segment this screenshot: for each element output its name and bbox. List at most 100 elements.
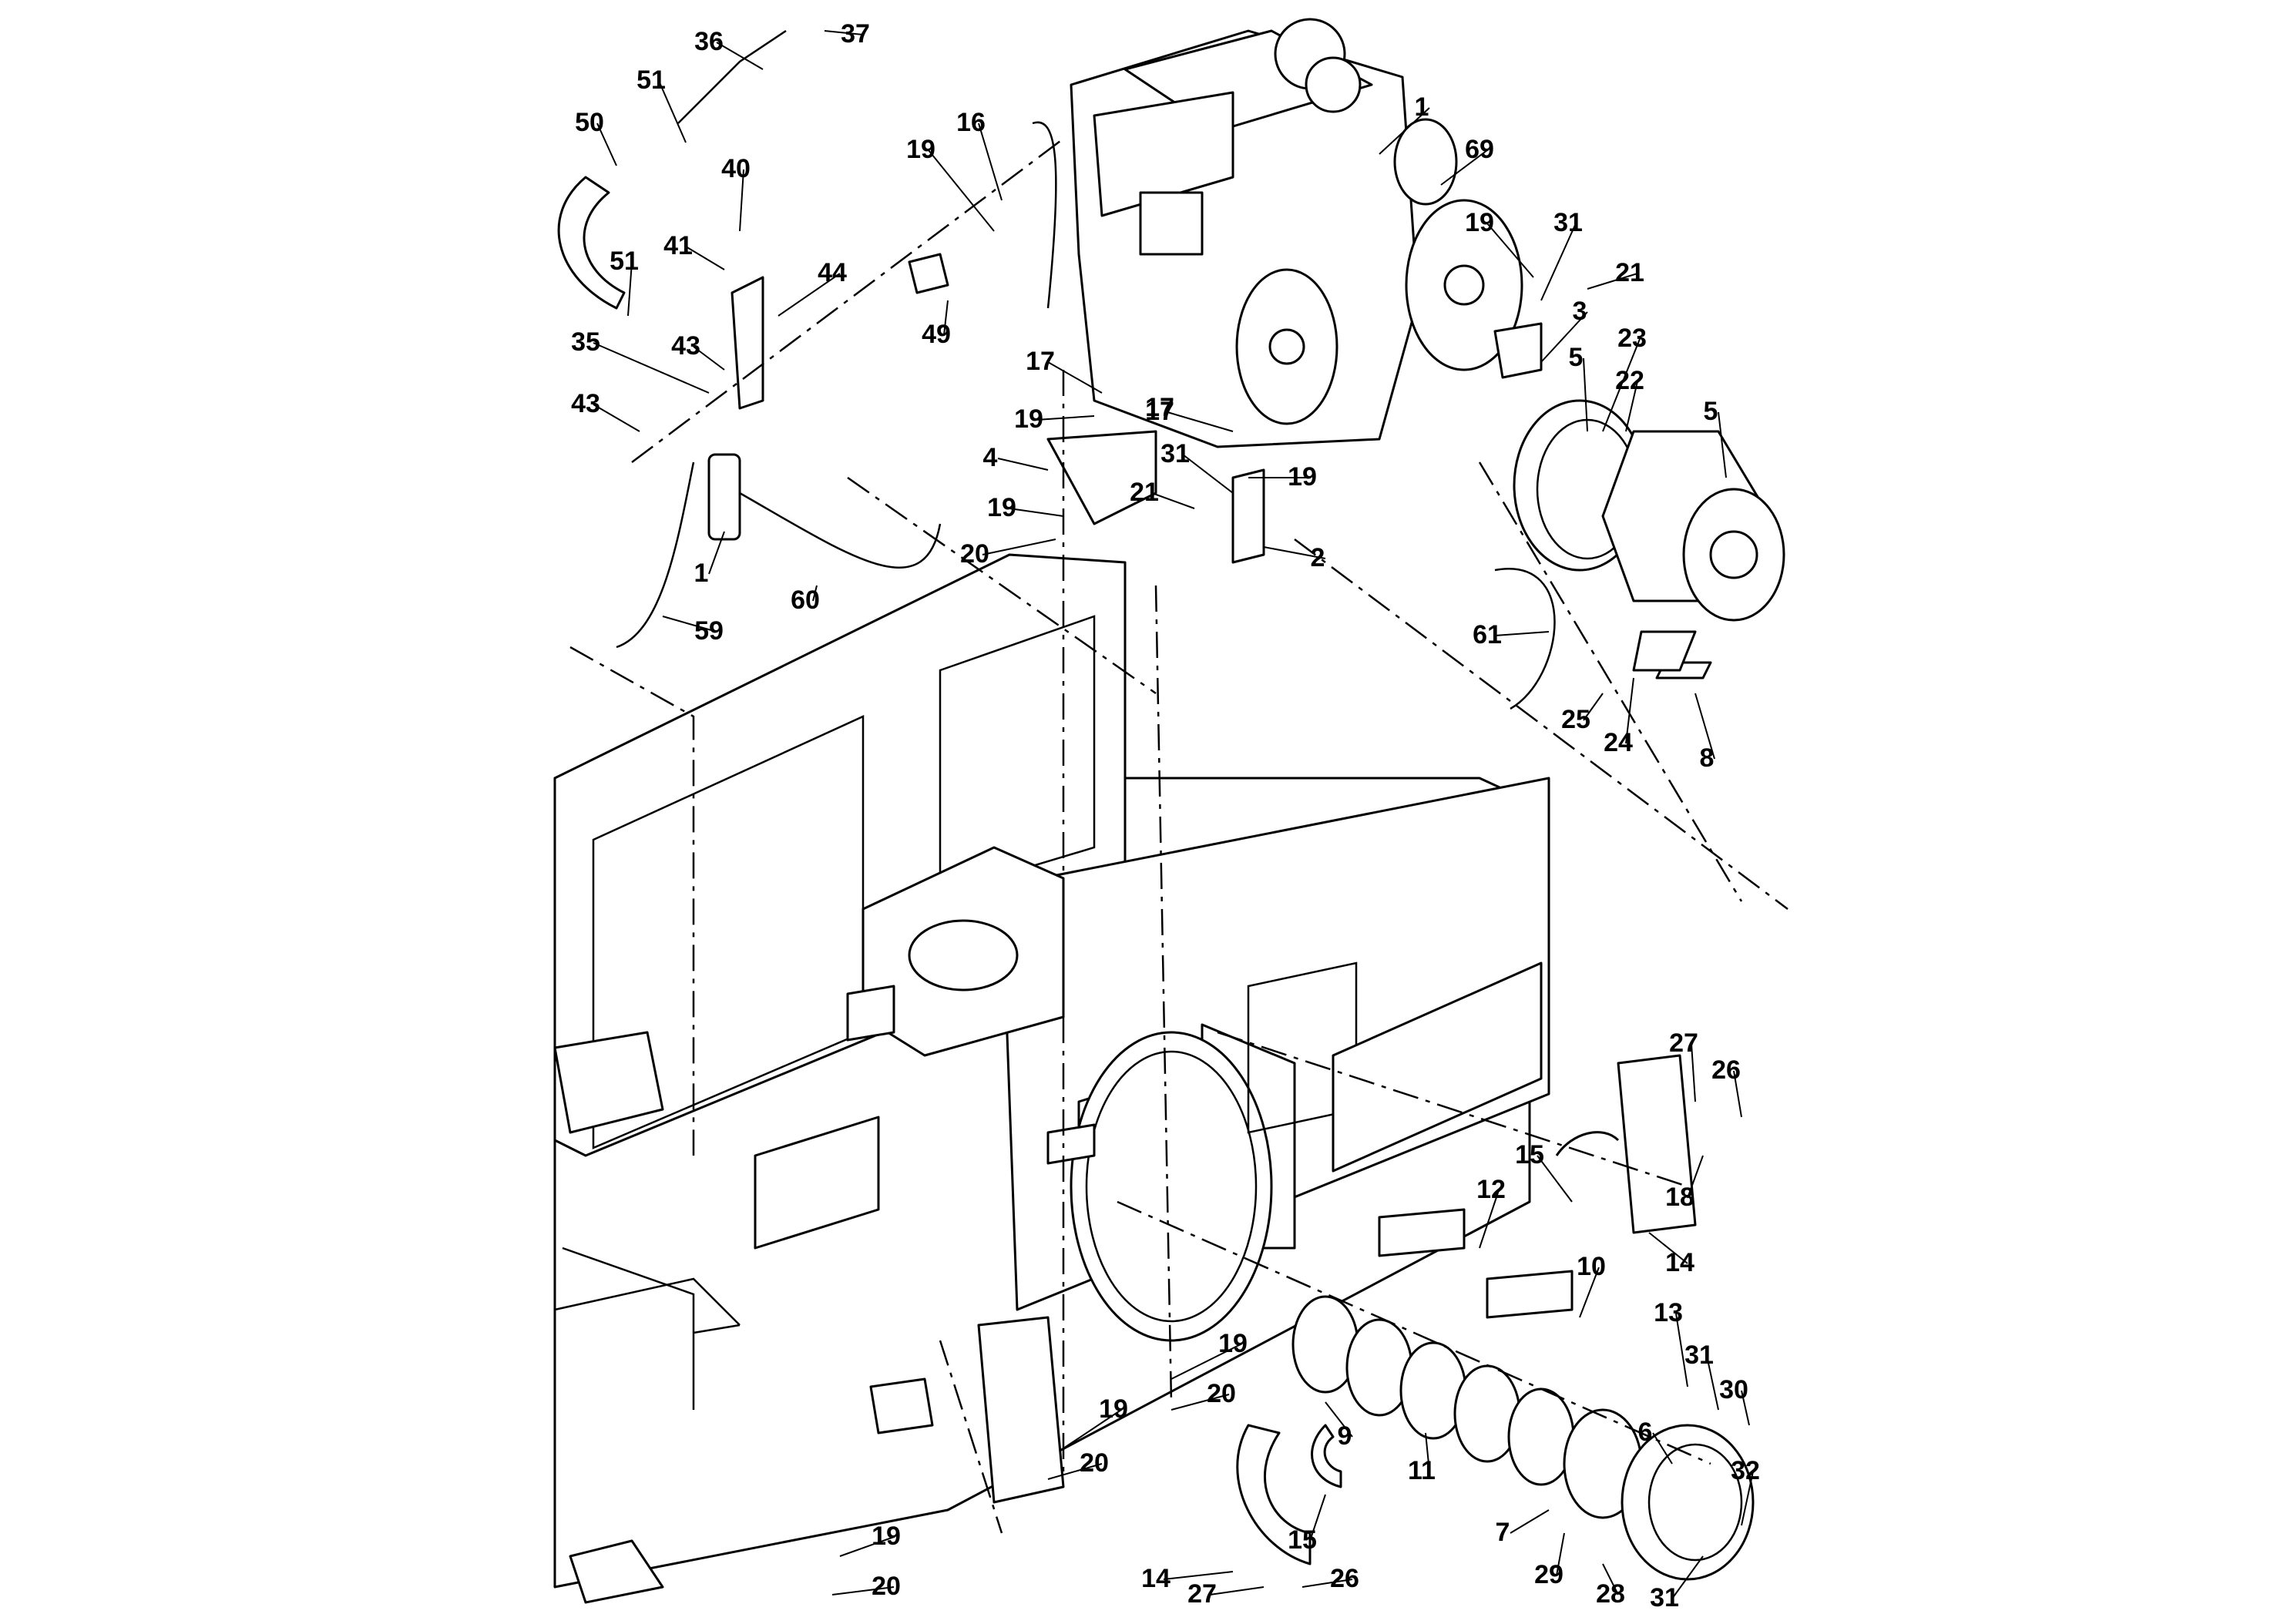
leader-line-69 [1440, 149, 1488, 186]
callout-28: 28 [1596, 1579, 1625, 1609]
callout-26: 26 [1711, 1055, 1741, 1085]
leader-line-14 [1648, 1232, 1688, 1264]
callout-18: 18 [1665, 1183, 1694, 1212]
callout-5: 5 [1569, 343, 1584, 372]
leader-line-19 [1171, 1344, 1241, 1380]
callout-19: 19 [1288, 462, 1317, 492]
callout-3: 3 [1573, 297, 1587, 326]
leader-line-31 [1182, 454, 1234, 494]
callout-24: 24 [1604, 728, 1633, 757]
callout-7: 7 [1496, 1518, 1510, 1547]
callout-31: 31 [1650, 1583, 1679, 1612]
leader-line-19 [1486, 223, 1534, 278]
leader-line-19 [928, 149, 995, 232]
leader-line-3 [1540, 311, 1588, 363]
callout-12: 12 [1476, 1175, 1506, 1204]
leader-line-9 [1325, 1401, 1353, 1438]
callout-44: 44 [818, 258, 847, 287]
callout-30: 30 [1719, 1375, 1748, 1404]
leader-line-36 [716, 42, 764, 70]
leader-line-1 [1379, 107, 1430, 155]
leader-line-31 [1706, 1355, 1719, 1411]
leader-line-20 [1171, 1394, 1230, 1411]
callout-1: 1 [694, 559, 709, 588]
callout-36: 36 [694, 27, 724, 56]
callout-1: 1 [1415, 92, 1429, 122]
callout-19: 19 [906, 135, 935, 164]
callout-9: 9 [1338, 1421, 1352, 1451]
callout-20: 20 [872, 1572, 901, 1601]
leader-line-44 [778, 273, 841, 317]
callout-5: 5 [1704, 397, 1718, 426]
leader-line-51 [627, 261, 633, 317]
callout-51: 51 [636, 65, 666, 95]
callout-19: 19 [1099, 1394, 1128, 1424]
leader-line-12 [1479, 1189, 1500, 1249]
leader-line-28 [1602, 1563, 1619, 1595]
callout-10: 10 [1577, 1252, 1606, 1281]
callout-6: 6 [1638, 1418, 1653, 1447]
callout-29: 29 [1534, 1560, 1563, 1589]
callout-49: 49 [922, 320, 951, 349]
leader-line-60 [812, 585, 818, 602]
chassis-frame [553, 553, 1550, 1604]
callout-17: 17 [1026, 347, 1055, 376]
leader-line-30 [1741, 1390, 1750, 1426]
callout-61: 61 [1473, 620, 1502, 649]
leader-line-41 [685, 246, 725, 270]
leader-line-26 [1302, 1579, 1353, 1588]
callout-51: 51 [610, 247, 639, 276]
leader-line-15 [1537, 1155, 1573, 1203]
leader-line-32 [1741, 1471, 1754, 1526]
callout-17: 17 [1145, 397, 1174, 426]
callout-16: 16 [956, 108, 986, 137]
callout-32: 32 [1731, 1456, 1760, 1485]
callout-40: 40 [721, 154, 751, 183]
leader-line-31 [1540, 223, 1577, 301]
callout-35: 35 [571, 327, 600, 357]
callout-21: 21 [1130, 478, 1159, 507]
callout-15: 15 [1288, 1525, 1317, 1555]
leader-line-10 [1579, 1267, 1600, 1318]
leader-line-26 [1733, 1070, 1742, 1118]
callout-31: 31 [1684, 1340, 1714, 1370]
callout-31: 31 [1553, 208, 1583, 237]
drive-ring-stack [1236, 1054, 1755, 1581]
callout-26: 26 [1330, 1564, 1359, 1593]
leader-line-5 [1583, 357, 1588, 432]
leader-line-20 [831, 1586, 895, 1595]
leader-line-43 [693, 346, 725, 371]
callout-19: 19 [1218, 1329, 1248, 1358]
leader-line-11 [1425, 1432, 1430, 1472]
callout-17: 17 [1145, 393, 1174, 422]
leader-line-29 [1556, 1532, 1565, 1576]
callout-60: 60 [791, 586, 820, 615]
callout-43: 43 [671, 331, 700, 361]
leader-line-35 [593, 342, 710, 394]
leader-line-43 [593, 404, 640, 432]
leader-line-18 [1687, 1155, 1704, 1199]
callout-23: 23 [1617, 324, 1647, 353]
leader-line-16 [978, 122, 1003, 201]
leader-line-20 [982, 539, 1056, 555]
leader-line-20 [1047, 1463, 1103, 1480]
callout-43: 43 [571, 389, 600, 418]
leader-line-19 [839, 1536, 895, 1557]
callout-20: 20 [1207, 1379, 1236, 1408]
leader-line-4 [997, 458, 1049, 471]
leader-line-25 [1583, 693, 1604, 721]
callout-19: 19 [987, 493, 1016, 522]
leader-line-7 [1510, 1509, 1550, 1534]
callout-31: 31 [1160, 439, 1190, 468]
flywheel-housing [1513, 399, 1785, 679]
leader-line-14 [1163, 1571, 1234, 1580]
leader-line-6 [1652, 1432, 1673, 1465]
leader-line-49 [943, 300, 949, 336]
callout-20: 20 [960, 539, 989, 569]
callout-4: 4 [983, 443, 998, 472]
leader-line-50 [596, 122, 617, 166]
callout-27: 27 [1187, 1579, 1217, 1609]
leader-line-27 [1209, 1586, 1265, 1595]
leader-line-19 [1036, 415, 1095, 421]
